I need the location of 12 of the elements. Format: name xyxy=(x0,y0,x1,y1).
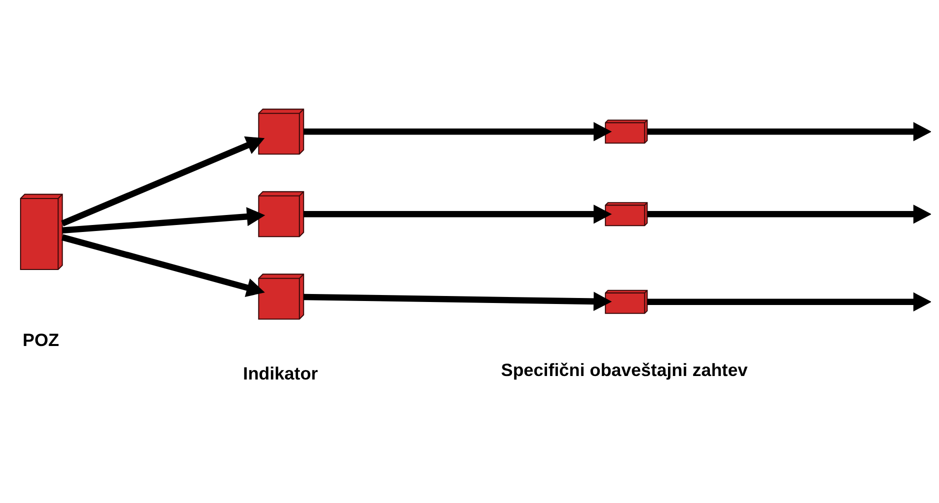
arrow xyxy=(304,122,612,141)
arrow xyxy=(647,122,931,141)
label: POZ xyxy=(22,329,60,350)
arrow xyxy=(647,204,931,224)
arrow xyxy=(304,204,612,224)
label: Specifični obaveštajni zahtev xyxy=(500,360,748,380)
label: Indikator xyxy=(243,362,318,383)
arrow xyxy=(61,136,265,226)
arrow xyxy=(304,291,612,310)
arrow xyxy=(647,292,931,311)
arrow xyxy=(62,234,265,296)
arrow xyxy=(62,206,266,234)
